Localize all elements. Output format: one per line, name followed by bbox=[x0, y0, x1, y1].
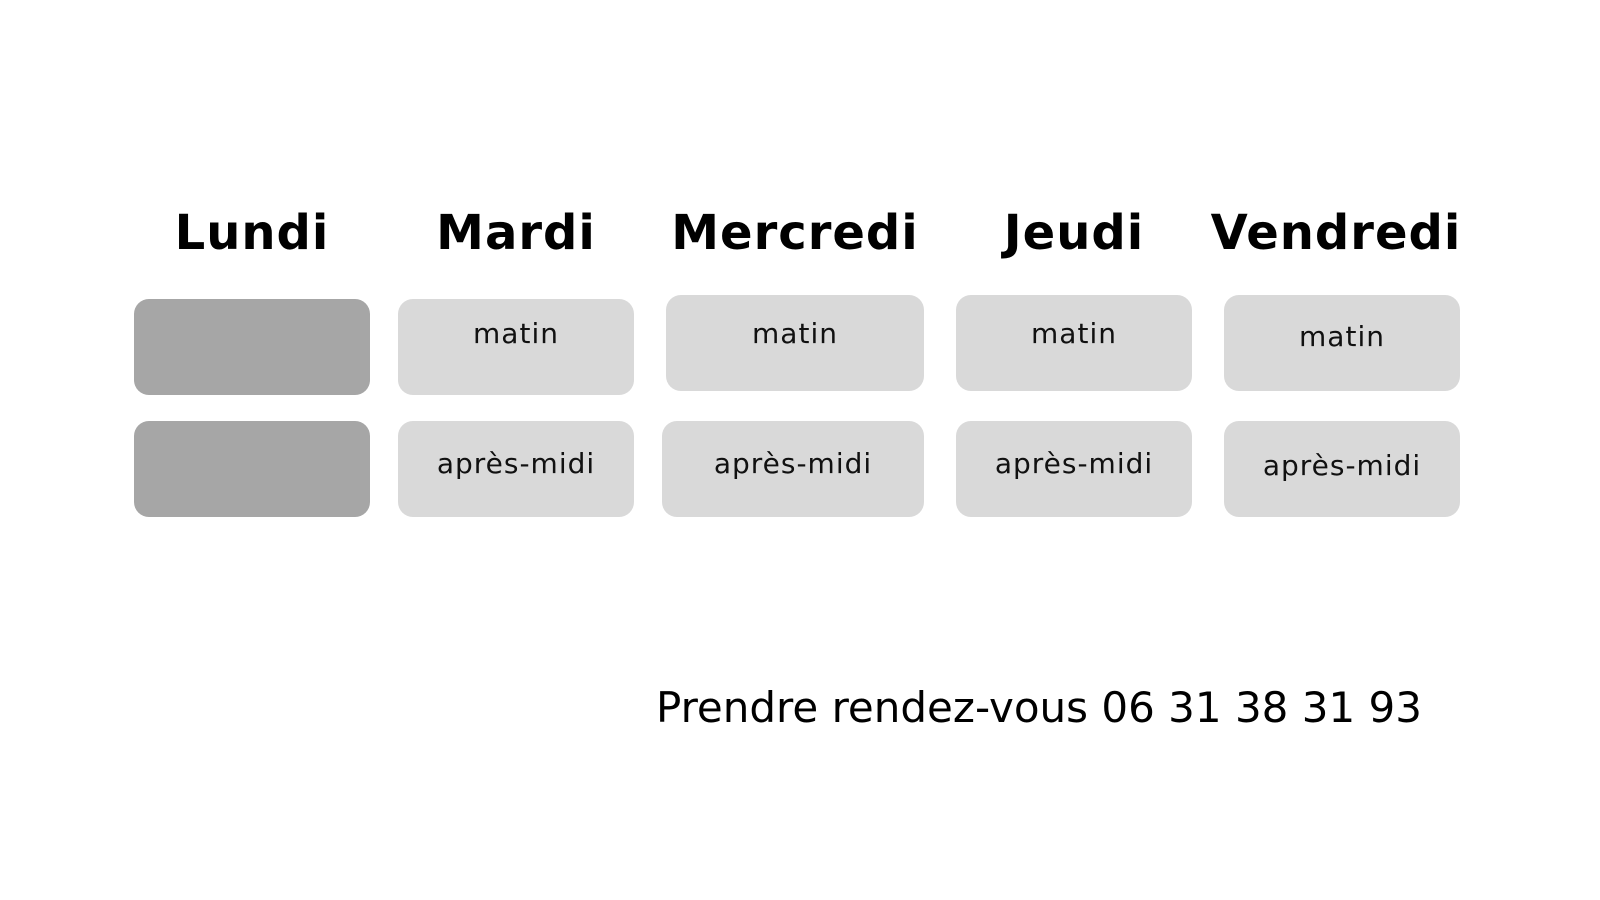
slot-mercredi-morning[interactable]: matin bbox=[666, 295, 924, 391]
slot-jeudi-afternoon[interactable]: après-midi bbox=[956, 421, 1192, 517]
day-heading-mardi: Mardi bbox=[436, 205, 596, 261]
slot-label: matin bbox=[473, 317, 559, 350]
day-heading-lundi: Lundi bbox=[174, 205, 330, 261]
day-heading-vendredi: Vendredi bbox=[1210, 205, 1462, 261]
slot-mardi-afternoon[interactable]: après-midi bbox=[398, 421, 634, 517]
slot-vendredi-morning[interactable]: matin bbox=[1224, 295, 1460, 391]
slot-label: après-midi bbox=[713, 447, 873, 480]
slot-label: après-midi bbox=[436, 447, 596, 480]
slot-mercredi-afternoon[interactable]: après-midi bbox=[662, 421, 924, 517]
slot-vendredi-afternoon[interactable]: après-midi bbox=[1224, 421, 1460, 517]
slot-label: matin bbox=[752, 317, 838, 350]
day-heading-jeudi: Jeudi bbox=[1003, 205, 1145, 261]
day-heading-mercredi: Mercredi bbox=[671, 205, 919, 261]
slot-lundi-morning bbox=[134, 299, 370, 395]
slot-jeudi-morning[interactable]: matin bbox=[956, 295, 1192, 391]
slot-label: matin bbox=[1299, 320, 1385, 353]
slot-lundi-afternoon bbox=[134, 421, 370, 517]
slot-mardi-morning[interactable]: matin bbox=[398, 299, 634, 395]
slot-label: après-midi bbox=[1262, 449, 1422, 482]
slot-label: après-midi bbox=[994, 447, 1154, 480]
slot-label: matin bbox=[1031, 317, 1117, 350]
contact-appointment-text: Prendre rendez-vous 06 31 38 31 93 bbox=[656, 683, 1422, 732]
